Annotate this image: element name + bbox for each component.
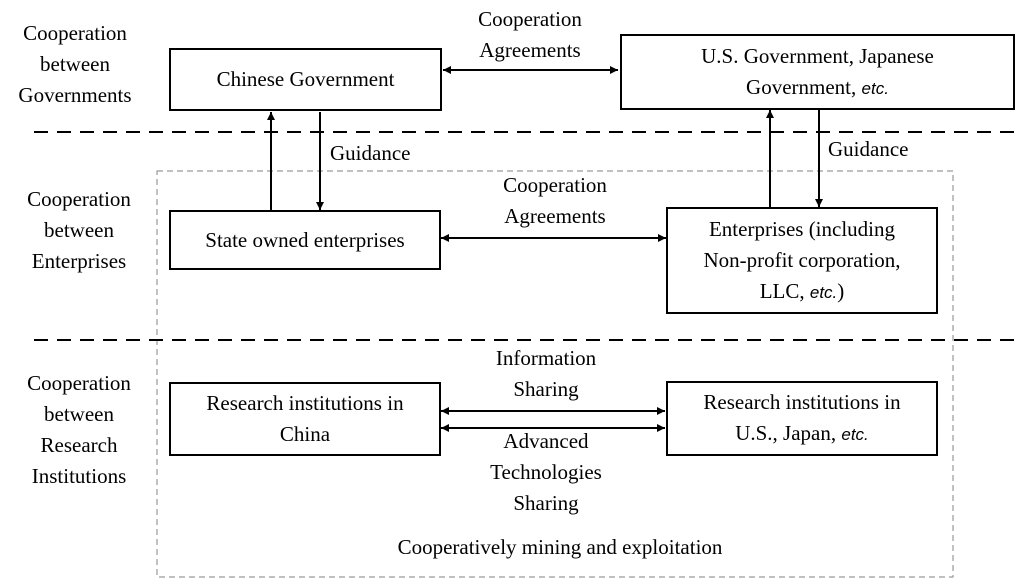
- information-sharing-label: Information Sharing: [495, 346, 597, 401]
- level-enterprises-label: Cooperation between Enterprises: [27, 187, 131, 273]
- ent-agreement-label: Cooperation Agreements: [503, 173, 607, 228]
- guidance-left-label: Guidance: [330, 141, 411, 165]
- gov-agreement-label: Cooperation Agreements: [478, 7, 582, 62]
- research-region: [156, 170, 954, 578]
- mining-label: Cooperatively mining and exploitation: [397, 535, 723, 559]
- state-owned-enterprises-box: State owned enterprises: [169, 210, 441, 270]
- research-china-box: Research institutions in China: [169, 382, 441, 456]
- advanced-tech-sharing-label: Advanced Technologies Sharing: [490, 429, 602, 515]
- level-governments-label: Cooperation between Governments: [18, 21, 132, 107]
- chinese-government-box: Chinese Government: [169, 48, 442, 111]
- research-us-box: Research institutions in U.S., Japan, et…: [666, 381, 938, 456]
- level-research-label: Cooperation between Research Institution…: [27, 371, 131, 488]
- enterprises-box: Enterprises (including Non-profit corpor…: [666, 207, 938, 314]
- guidance-right-label: Guidance: [828, 137, 909, 161]
- foreign-government-box: U.S. Government, Japanese Government, et…: [620, 34, 1015, 110]
